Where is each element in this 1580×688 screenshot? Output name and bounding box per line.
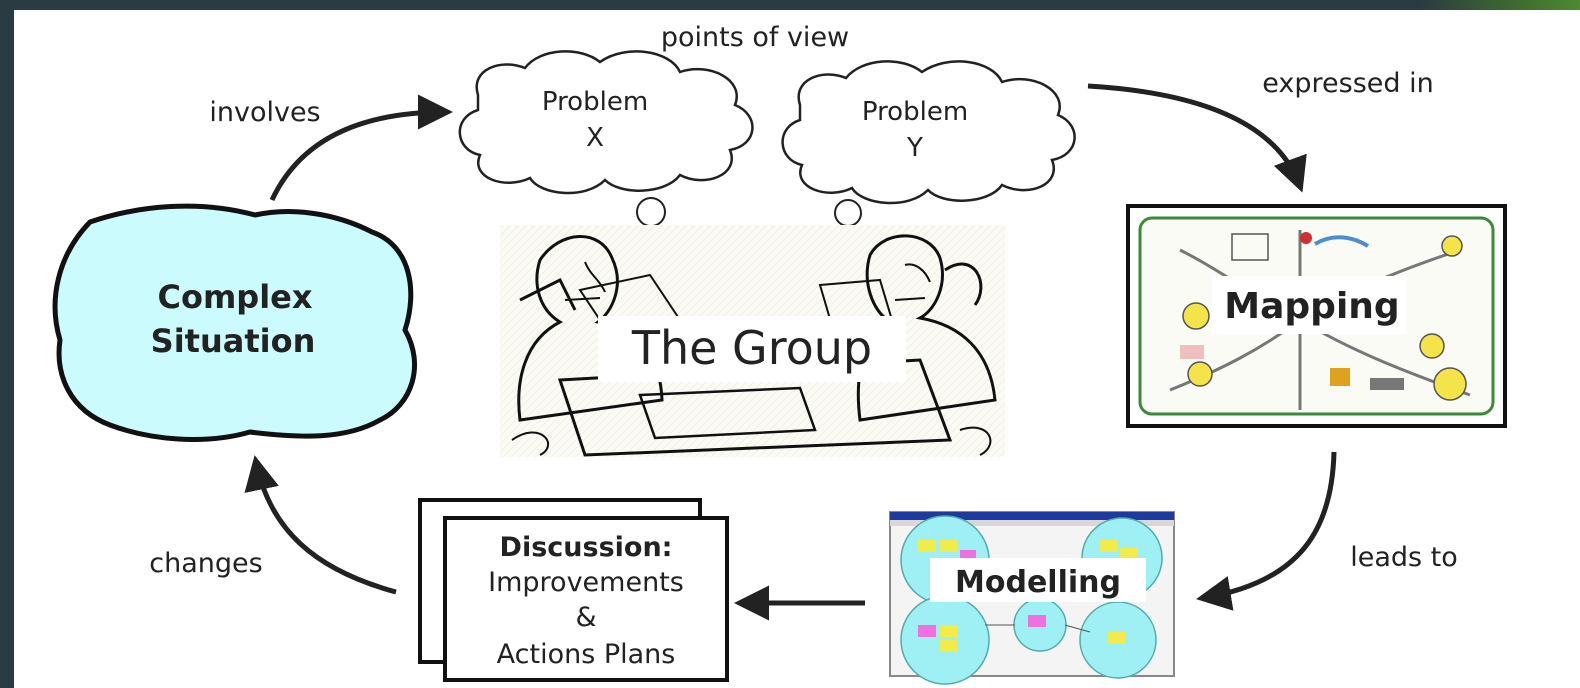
cloud-problem-y: Problem Y (781, 60, 1076, 205)
complex-situation-line2: Situation (151, 322, 316, 360)
label-leads-to: leads to (1350, 542, 1458, 573)
cloud-problem-y-line2: Y (906, 133, 923, 163)
discussion-title: Discussion: (500, 532, 673, 563)
mapping-node: Mapping (1126, 204, 1507, 428)
complex-situation-shape (52, 203, 417, 442)
diagram-canvas: Complex Situation points of view Problem… (14, 10, 1580, 688)
arrow-leads-to (1196, 451, 1337, 611)
cloud-problem-y-line1: Problem (862, 97, 968, 127)
cycle-diagram: Complex Situation points of view Problem… (52, 22, 1507, 685)
arrow-expressed-in (1087, 83, 1307, 193)
cloud-problem-x-line2: X (586, 123, 604, 153)
cycle-arrows (244, 83, 1337, 621)
label-points-of-view: points of view (661, 22, 849, 53)
label-expressed-in: expressed in (1262, 68, 1433, 99)
cloud-problem-y-shape (781, 60, 1076, 205)
modelling-label: Modelling (955, 565, 1121, 600)
complex-situation-node: Complex Situation (52, 203, 417, 442)
complex-situation-line1: Complex (157, 278, 312, 316)
discussion-node: Discussion: Improvements & Actions Plans (418, 498, 729, 682)
cloud-problem-x-shape (458, 50, 754, 195)
the-group-label: The Group (631, 321, 872, 375)
discussion-line2: Improvements (488, 567, 684, 598)
mapping-label: Mapping (1224, 286, 1399, 327)
discussion-line3: & (575, 602, 596, 633)
label-changes: changes (149, 548, 262, 579)
cloud-problem-x: Problem X (458, 50, 754, 195)
discussion-line4: Actions Plans (497, 639, 676, 670)
arrow-changes (244, 455, 397, 595)
modelling-node: Modelling (889, 511, 1175, 685)
corner-accent (1420, 0, 1580, 10)
window-left-strip (0, 0, 14, 688)
discussion-page-front (443, 516, 729, 682)
label-involves: involves (209, 97, 320, 128)
group-illustration: The Group (500, 225, 1005, 457)
cloud-problem-x-line1: Problem (542, 87, 648, 117)
arrow-involves (269, 94, 453, 202)
window-top-strip (0, 0, 1580, 10)
